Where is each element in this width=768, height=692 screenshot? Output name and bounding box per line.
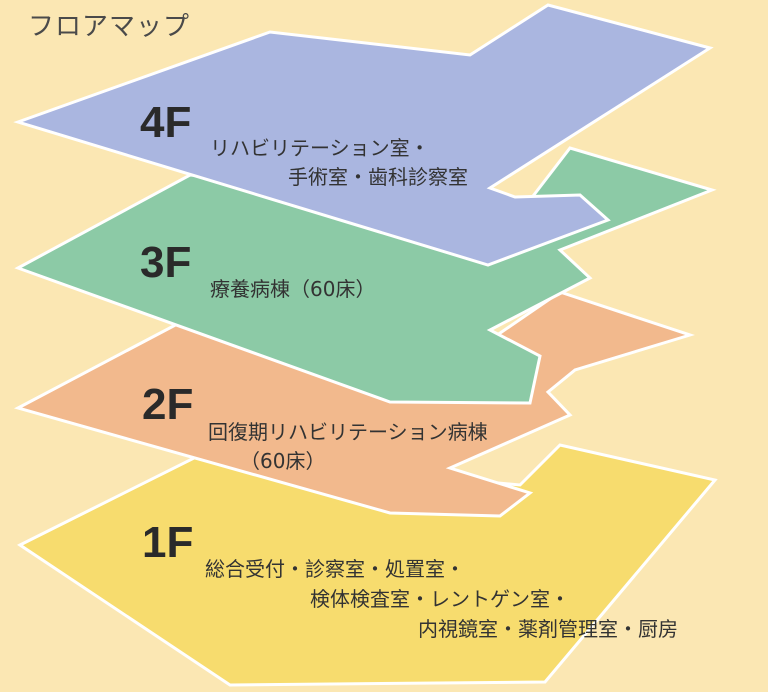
- floor-1f-desc-line1: 総合受付・診察室・処置室・: [205, 557, 465, 581]
- floor-1f-desc-line2: 検体検査室・レントゲン室・: [310, 587, 570, 611]
- floor-3f-desc-line1: 療養病棟（60床）: [210, 277, 376, 301]
- floor-4f-label: 4F: [140, 98, 192, 147]
- floor-2f-desc-line1: 回復期リハビリテーション病棟: [208, 420, 488, 444]
- page-title: フロアマップ: [28, 12, 191, 42]
- floor-2f-label: 2F: [142, 380, 194, 429]
- floor-2f-desc-line2: （60床）: [240, 449, 326, 473]
- floor-1f-label: 1F: [142, 518, 194, 567]
- floor-4f-shape: [13, 3, 714, 267]
- floor-4f-desc-line1: リハビリテーション室・: [210, 136, 430, 160]
- floor-3f-label: 3F: [140, 238, 192, 287]
- floor-4f-desc-line2: 手術室・歯科診察室: [288, 165, 468, 189]
- floor-1f-desc-line3: 内視鏡室・薬剤管理室・厨房: [418, 617, 678, 641]
